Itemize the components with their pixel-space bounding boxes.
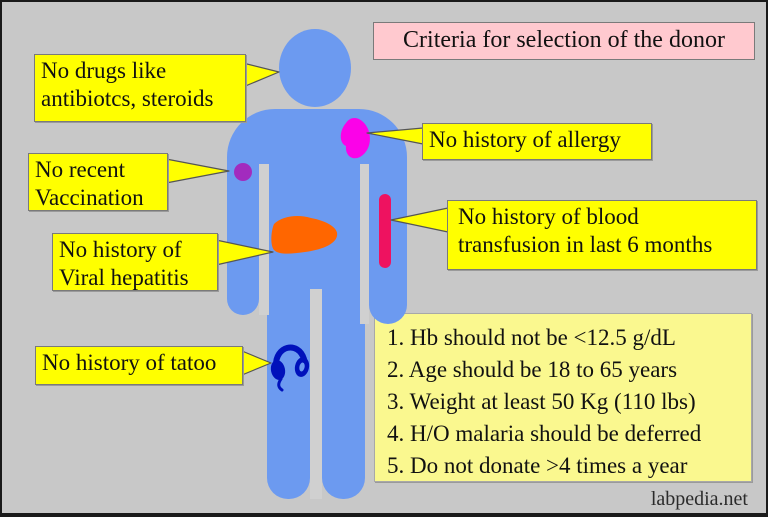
- transfusion-callout-pointer: [390, 207, 449, 233]
- callout-no-recent-vaccination: No recent Vaccination: [28, 153, 168, 211]
- right-arm: [227, 152, 259, 315]
- arm-gap-left: [360, 164, 369, 324]
- right-leg: [267, 252, 310, 499]
- criteria-item-1: 1. Hb should not be <12.5 g/dL: [387, 325, 676, 350]
- criteria-item-2: 2. Age should be 18 to 65 years: [387, 357, 678, 382]
- callout-no-blood-transfusion: No history of blood transfusion in last …: [447, 200, 757, 270]
- allergy-callout-pointer: [366, 127, 424, 145]
- hepatitis-callout-pointer: [215, 239, 274, 266]
- torso: [269, 142, 360, 307]
- vaccination-callout-pointer: [165, 158, 230, 184]
- criteria-item-3: 3. Weight at least 50 Kg (110 lbs): [387, 389, 696, 414]
- drugs-callout-pointer: [242, 62, 280, 88]
- allergy-marker: [340, 118, 370, 159]
- tattoo-headphones-icon: [270, 344, 310, 392]
- watermark: labpedia.net: [650, 488, 748, 510]
- arm-gap-right: [259, 164, 269, 315]
- vaccination-site-marker: [234, 163, 252, 181]
- criteria-item-4: 4. H/O malaria should be deferred: [387, 421, 702, 446]
- liver-marker: [271, 216, 338, 254]
- criteria-list: 1. Hb should not be <12.5 g/dL 2. Age sh…: [374, 313, 752, 482]
- callout-no-tatoo: No history of tatoo: [35, 346, 243, 385]
- transfusion-bar-marker: [379, 194, 391, 268]
- head: [279, 29, 351, 107]
- callout-no-viral-hepatitis: No history of Viral hepatitis: [52, 233, 218, 291]
- callout-no-drugs: No drugs like antibiotcs, steroids: [34, 54, 246, 122]
- tatoo-callout-pointer: [241, 350, 272, 376]
- page-title: Criteria for selection of the donor: [373, 22, 755, 60]
- left-leg: [322, 252, 365, 499]
- callout-no-allergy: No history of allergy: [422, 123, 652, 160]
- shoulders: [227, 109, 407, 224]
- criteria-item-5: 5. Do not donate >4 times a year: [387, 453, 688, 478]
- left-arm: [369, 152, 407, 324]
- leg-gap: [310, 289, 322, 499]
